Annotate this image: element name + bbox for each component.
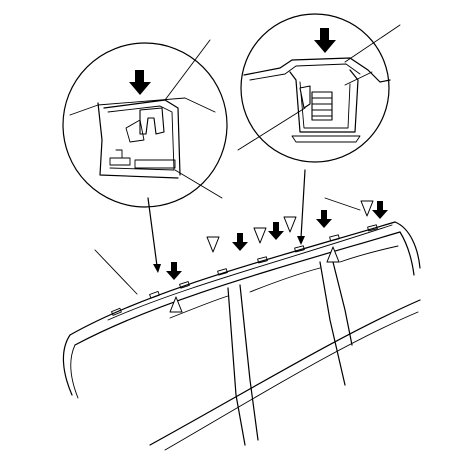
right-leader-mid bbox=[344, 71, 373, 86]
leader-roof-molding bbox=[94, 249, 138, 295]
right-stud-threads bbox=[311, 97, 333, 117]
left-base-tab bbox=[109, 157, 131, 166]
right-molding-top bbox=[243, 57, 391, 83]
right-molding-inner bbox=[249, 63, 361, 81]
push-arrow-icon bbox=[232, 233, 248, 251]
b-pillar-front bbox=[227, 287, 246, 446]
b-pillar-rear bbox=[239, 284, 259, 441]
left-leader-bottom bbox=[174, 169, 223, 199]
detail-circle-right bbox=[237, 13, 401, 163]
left-base-strip bbox=[134, 159, 176, 169]
leader-lines bbox=[94, 169, 361, 295]
right-stud bbox=[311, 91, 333, 121]
right-base bbox=[291, 135, 361, 143]
c-pillar-front bbox=[319, 261, 346, 386]
push-arrow-icon bbox=[166, 262, 182, 280]
windshield-edge bbox=[62, 334, 73, 396]
right-leader-bottom bbox=[237, 107, 306, 151]
roof-edge-inner bbox=[74, 231, 401, 346]
push-arrow-icon bbox=[268, 222, 284, 240]
clip-triangle-icon bbox=[169, 296, 183, 313]
roof-edge-outer bbox=[69, 221, 396, 336]
door-frame-lower-2 bbox=[164, 311, 419, 451]
detail-circle-left bbox=[62, 39, 228, 208]
clip-triangle-icon bbox=[253, 227, 267, 244]
left-clip-hook bbox=[125, 119, 145, 143]
right-leader-top bbox=[344, 24, 401, 63]
windshield-edge-2 bbox=[70, 344, 79, 399]
molding-clip-marks bbox=[111, 224, 378, 316]
roof-rear-curve-2 bbox=[399, 231, 415, 276]
detail-circle-left-border bbox=[62, 42, 228, 208]
callout-pointer-head-right bbox=[297, 236, 305, 245]
push-arrow-icon bbox=[316, 210, 332, 228]
vehicle-roof bbox=[62, 221, 421, 451]
left-molding-inner bbox=[107, 105, 175, 171]
leader-rear-triangle bbox=[324, 197, 361, 211]
left-panel-body bbox=[97, 102, 179, 179]
push-arrow-icon bbox=[129, 70, 151, 95]
clip-triangles bbox=[169, 200, 374, 313]
push-arrow-icon bbox=[314, 28, 336, 53]
push-arrow-icon bbox=[372, 201, 388, 219]
left-clip bbox=[139, 107, 165, 135]
push-arrows-roof bbox=[166, 201, 388, 280]
callout-pointer-left bbox=[147, 197, 158, 267]
clip-triangle-icon bbox=[283, 216, 297, 233]
clip-triangle-icon bbox=[360, 200, 374, 217]
left-leader-top bbox=[164, 39, 211, 101]
left-base-detail bbox=[115, 149, 123, 159]
right-clip-body bbox=[289, 69, 359, 133]
clip-triangle-icon bbox=[326, 246, 340, 263]
window-top-rear bbox=[339, 245, 399, 263]
window-top-middle bbox=[249, 267, 321, 293]
left-panel-top bbox=[69, 97, 216, 116]
roof-molding bbox=[107, 224, 393, 321]
roof-rear-curve bbox=[394, 221, 421, 269]
window-top-front bbox=[169, 295, 229, 319]
left-molding-outer bbox=[103, 99, 181, 176]
door-frame-lower bbox=[149, 299, 421, 446]
callout-pointer-head-left bbox=[153, 264, 161, 273]
clip-triangle-icon bbox=[206, 236, 220, 253]
right-retainer bbox=[299, 85, 311, 109]
callout-pointer-right bbox=[300, 169, 306, 239]
c-pillar-rear bbox=[331, 257, 353, 346]
right-clip-inner bbox=[299, 81, 351, 129]
detail-circle-right-border bbox=[240, 13, 390, 163]
